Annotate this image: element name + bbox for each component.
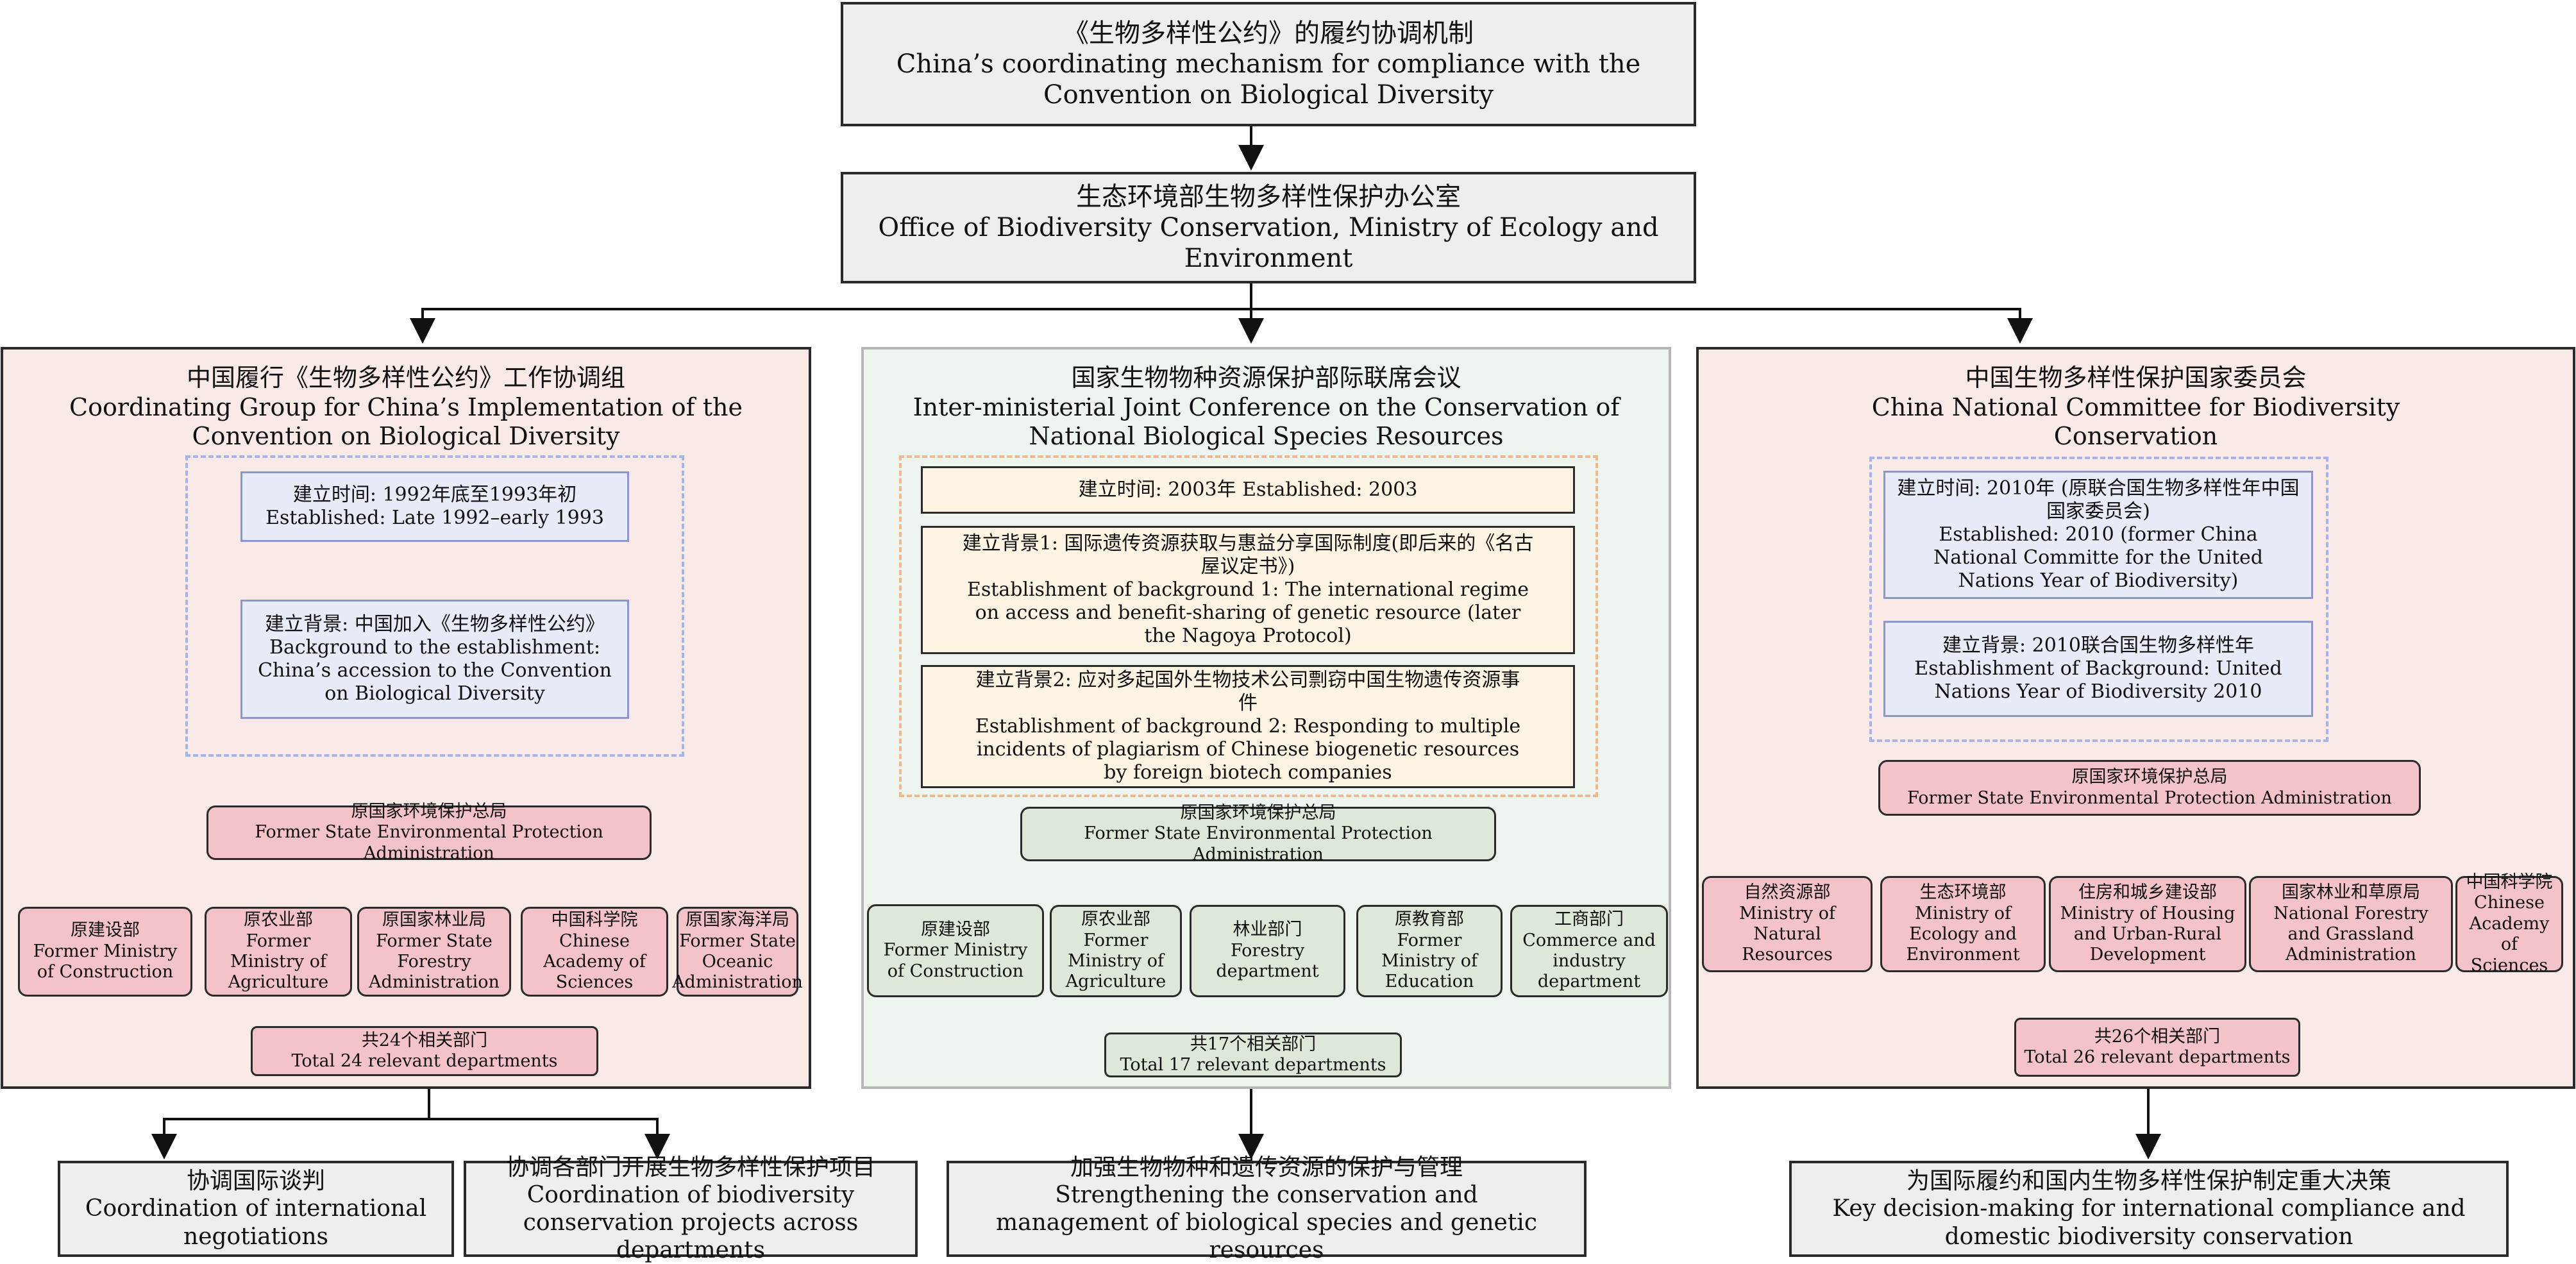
left-member-2: 原农业部 Former Ministry of Agriculture [205, 907, 352, 997]
right-total-box: 共26个相关部门 Total 26 relevant departments [2014, 1018, 2300, 1077]
middle-established: 建立时间: 2003年 Established: 2003 [1078, 478, 1418, 501]
middle-established-box: 建立时间: 2003年 Established: 2003 [921, 466, 1575, 514]
left-established-box: 建立时间: 1992年底至1993年初 Established: Late 19… [240, 471, 629, 542]
left-background-en: Background to the establishment: China’s… [258, 636, 612, 705]
left-established-en: Established: Late 1992–early 1993 [265, 507, 604, 529]
office-cn: 生态环境部生物多样性保护办公室 [1076, 182, 1461, 212]
left-lead-box: 原国家环境保护总局 Former State Environmental Pro… [206, 801, 652, 863]
right-member-5: 中国科学院 Chinese Academy of Sciences [2455, 872, 2563, 975]
middle-member-3: 林业部门 Forestry department [1190, 905, 1345, 997]
left-title-en: Coordinating Group for China’s Implement… [69, 392, 743, 451]
middle-total-box: 共17个相关部门 Total 17 relevant departments [1104, 1032, 1402, 1077]
middle-info-group [899, 455, 1598, 797]
right-member-4: 国家林业和草原局 National Forestry and Grassland… [2249, 876, 2453, 972]
left-member-4: 中国科学院 Chinese Academy of Sciences [521, 907, 668, 997]
middle-background2-box: 建立背景2: 应对多起国外生物技术公司剽窃中国生物遗传资源事件 Establis… [921, 665, 1575, 788]
top-mechanism-box: 《生物多样性公约》的履约协调机制 China’s coordinating me… [841, 2, 1696, 126]
outcome-species-resources: 加强生物物种和遗传资源的保护与管理 Strengthening the cons… [947, 1154, 1587, 1263]
right-member-2: 生态环境部 Ministry of Ecology and Environmen… [1880, 876, 2046, 972]
right-member-1: 自然资源部 Ministry of Natural Resources [1702, 876, 1873, 972]
left-member-3: 原国家林业局 Former State Forestry Administrat… [357, 907, 511, 997]
middle-background1-box: 建立背景1: 国际遗传资源获取与惠益分享国际制度(即后来的《名古屋议定书》) E… [921, 526, 1575, 654]
right-lead-box: 原国家环境保护总局 Former State Environmental Pro… [1878, 760, 2421, 816]
middle-member-1: 原建设部 Former Ministry of Construction [867, 904, 1044, 997]
left-background-box: 建立背景: 中国加入《生物多样性公约》 Background to the es… [240, 600, 629, 719]
left-background-cn: 建立背景: 中国加入《生物多样性公约》 [265, 613, 605, 636]
left-member-5: 原国家海洋局 Former State Oceanic Administrati… [672, 907, 803, 997]
left-lead-en: Former State Environmental Protection Ad… [255, 822, 603, 863]
top-title-cn: 《生物多样性公约》的履约协调机制 [1063, 19, 1474, 48]
right-established-box: 建立时间: 2010年 (原联合国生物多样性年中国国家委员会) Establis… [1883, 471, 2313, 599]
middle-member-2: 原农业部 Former Ministry of Agriculture [1050, 905, 1182, 997]
outcome-international-negotiations: 协调国际谈判 Coordination of international neg… [58, 1161, 454, 1257]
outcome-coordination-projects: 协调各部门开展生物多样性保护项目 Coordination of biodive… [464, 1154, 918, 1263]
middle-member-5: 工商部门 Commerce and industry department [1510, 905, 1668, 997]
middle-title-en: Inter-ministerial Joint Conference on th… [913, 392, 1620, 451]
office-box: 生态环境部生物多样性保护办公室 Office of Biodiversity C… [841, 172, 1696, 283]
office-en: Office of Biodiversity Conservation, Min… [878, 213, 1659, 273]
top-title-en: China’s coordinating mechanism for compl… [896, 49, 1641, 110]
right-background-box: 建立背景: 2010联合国生物多样性年 Establishment of Bac… [1883, 621, 2313, 717]
left-established-cn: 建立时间: 1992年底至1993年初 [292, 484, 577, 506]
left-info-group [185, 455, 684, 757]
outcome-key-decision-making: 为国际履约和国内生物多样性保护制定重大决策 Key decision-makin… [1789, 1161, 2509, 1257]
middle-member-4: 原教育部 Former Ministry of Education [1356, 905, 1503, 997]
middle-lead-box: 原国家环境保护总局 Former State Environmental Pro… [1020, 803, 1496, 864]
middle-title-cn: 国家生物物种资源保护部际联席会议 [1071, 364, 1461, 392]
right-title-en: China National Committee for Biodiversit… [1871, 392, 2400, 451]
right-info-group [1869, 457, 2328, 742]
left-title-cn: 中国履行《生物多样性公约》工作协调组 [186, 364, 625, 392]
left-total-box: 共24个相关部门 Total 24 relevant departments [251, 1026, 598, 1076]
right-member-3: 住房和城乡建设部 Ministry of Housing and Urban-R… [2049, 876, 2246, 972]
right-title-cn: 中国生物多样性保护国家委员会 [1965, 364, 2307, 392]
left-member-1: 原建设部 Former Ministry of Construction [18, 907, 192, 997]
left-lead-cn: 原国家环境保护总局 [351, 801, 507, 822]
